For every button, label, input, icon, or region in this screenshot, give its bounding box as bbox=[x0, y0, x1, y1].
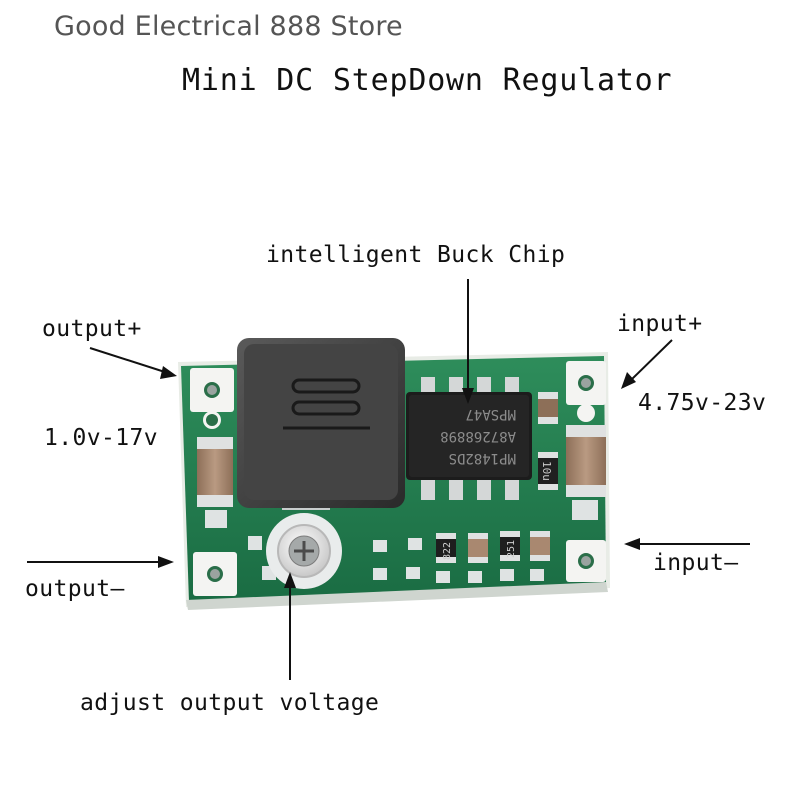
product-title: Mini DC StepDown Regulator bbox=[182, 63, 673, 98]
buck-chip: MP1482DS A87268898 MPSA47 bbox=[406, 377, 532, 500]
input-capacitor bbox=[566, 425, 606, 497]
input-plus-label: input+ bbox=[617, 311, 703, 337]
output-voltage-label: 1.0v-17v bbox=[44, 425, 158, 451]
output-capacitor bbox=[197, 437, 233, 507]
input-minus-label: input— bbox=[653, 550, 739, 576]
adjust-voltage-label: adjust output voltage bbox=[80, 690, 380, 716]
input-voltage-label: 4.75v-23v bbox=[638, 390, 767, 416]
resistors: 822 251 bbox=[436, 531, 550, 563]
chip-marking-1: MP1482DS bbox=[449, 450, 516, 466]
annotation-arrows bbox=[27, 279, 750, 680]
store-name: Good Electrical 888 Store bbox=[54, 11, 403, 42]
inductor bbox=[237, 338, 405, 510]
resistor-code-2: 251 bbox=[506, 540, 517, 558]
resistor-code-1: 822 bbox=[442, 542, 453, 560]
chip-label: intelligent Buck Chip bbox=[266, 242, 566, 268]
output-plus-label: output+ bbox=[42, 316, 142, 342]
small-part-code: 10u bbox=[540, 461, 553, 481]
chip-marking-2: A87268898 bbox=[440, 428, 516, 444]
output-minus-label: output— bbox=[25, 576, 125, 602]
chip-marking-3: MPSA47 bbox=[465, 406, 516, 422]
potentiometer bbox=[266, 513, 342, 589]
